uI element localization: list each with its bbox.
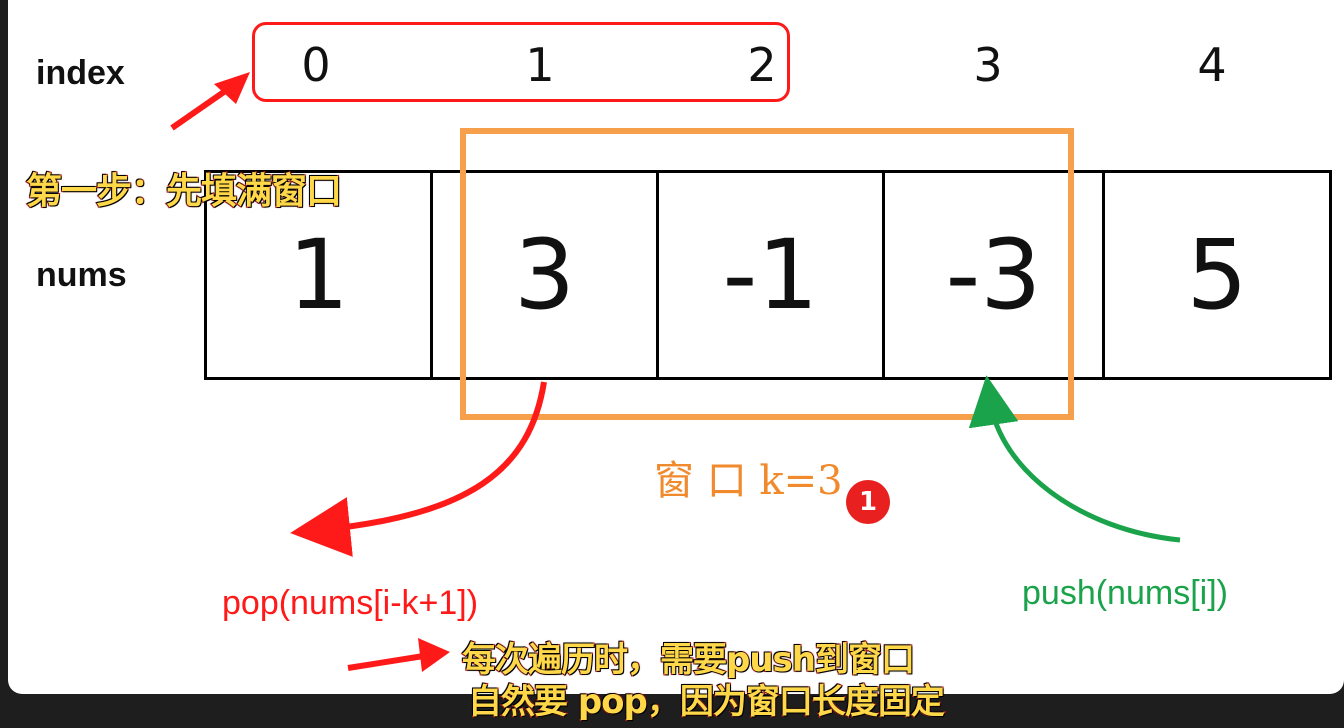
index-4: 4 bbox=[1197, 38, 1227, 92]
push-label: push(nums[i]) bbox=[1022, 574, 1228, 612]
callout-pointer-arrow bbox=[347, 652, 431, 671]
bottom-callout-line2: 自然要 pop，因为窗口长度固定 bbox=[467, 681, 946, 723]
push-arrow bbox=[968, 375, 1181, 543]
index-highlight-box bbox=[252, 22, 790, 102]
callout-pointer-arrowhead bbox=[418, 638, 450, 672]
nums-cell-3: -3 bbox=[882, 170, 1105, 380]
index-1: 1 bbox=[525, 38, 555, 92]
bottom-callout-line1: 每次遍历时，需要push到窗口 bbox=[461, 639, 916, 681]
step-callout: 第一步：先填满窗口 bbox=[25, 170, 343, 213]
index-0: 0 bbox=[301, 38, 331, 92]
index-row-label: index bbox=[36, 54, 125, 92]
index-pointer-arrowhead bbox=[214, 72, 250, 104]
step-badge: 1 bbox=[846, 480, 890, 524]
window-box bbox=[460, 128, 1074, 420]
nums-cell-4: 5 bbox=[1102, 170, 1332, 380]
index-3: 3 bbox=[973, 38, 1003, 92]
nums-cell-2: -1 bbox=[656, 170, 885, 380]
nums-cell-1: 3 bbox=[430, 170, 659, 380]
pop-label: pop(nums[i-k+1]) bbox=[222, 584, 479, 622]
nums-row-label: nums bbox=[36, 256, 127, 294]
index-2: 2 bbox=[747, 38, 777, 92]
pop-arrow bbox=[290, 381, 547, 557]
window-label: 窗 口 k=3 bbox=[654, 458, 843, 504]
